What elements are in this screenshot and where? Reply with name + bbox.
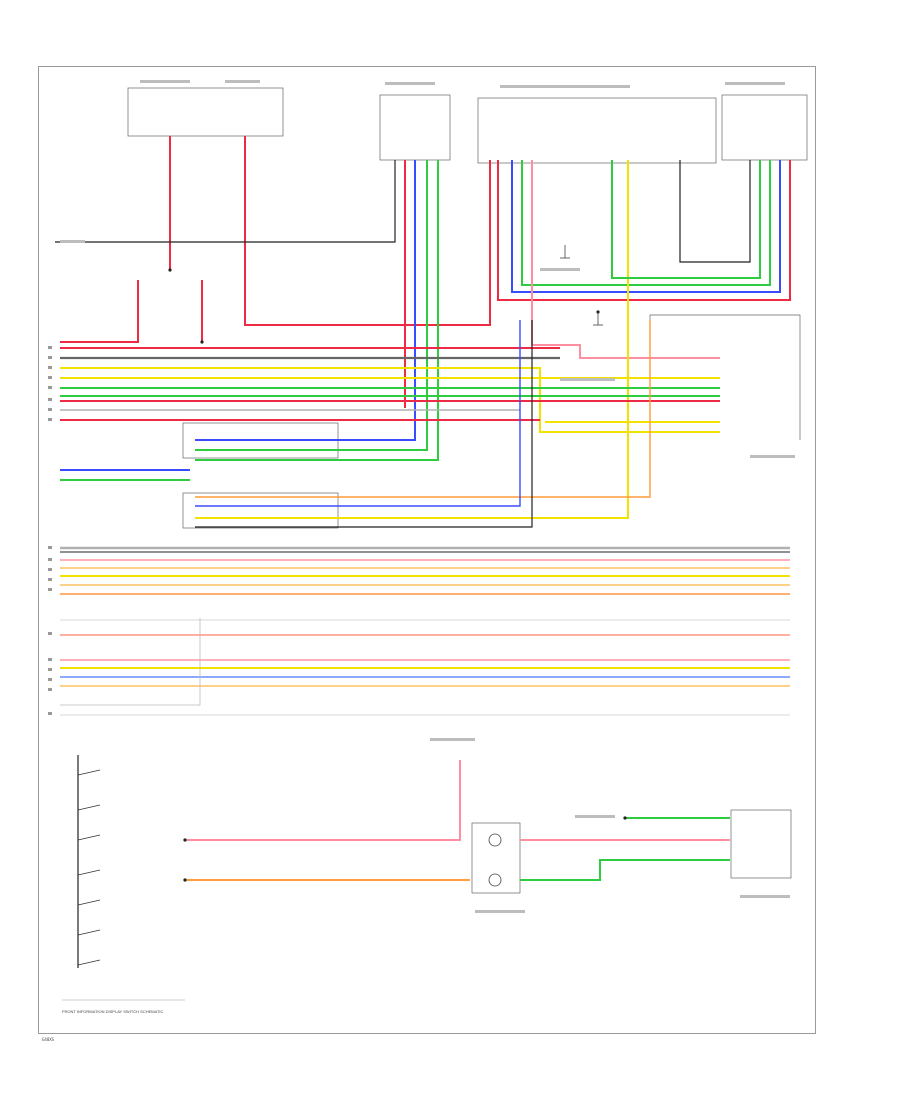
- wire-harness: [55, 136, 791, 968]
- connector-pin-marks: [60, 80, 795, 913]
- top-fuse-block: [127, 87, 808, 894]
- ground-icon: [560, 245, 603, 326]
- figure-code: G48XS: [42, 1037, 55, 1042]
- row-number-ticks: [48, 346, 52, 715]
- switch-ladder: [77, 769, 101, 966]
- splice-icon: [168, 268, 627, 882]
- footer-caption: FRONT INFORMATION DISPLAY SWITCH SCHEMAT…: [62, 1009, 164, 1014]
- motor-icon: [488, 833, 502, 887]
